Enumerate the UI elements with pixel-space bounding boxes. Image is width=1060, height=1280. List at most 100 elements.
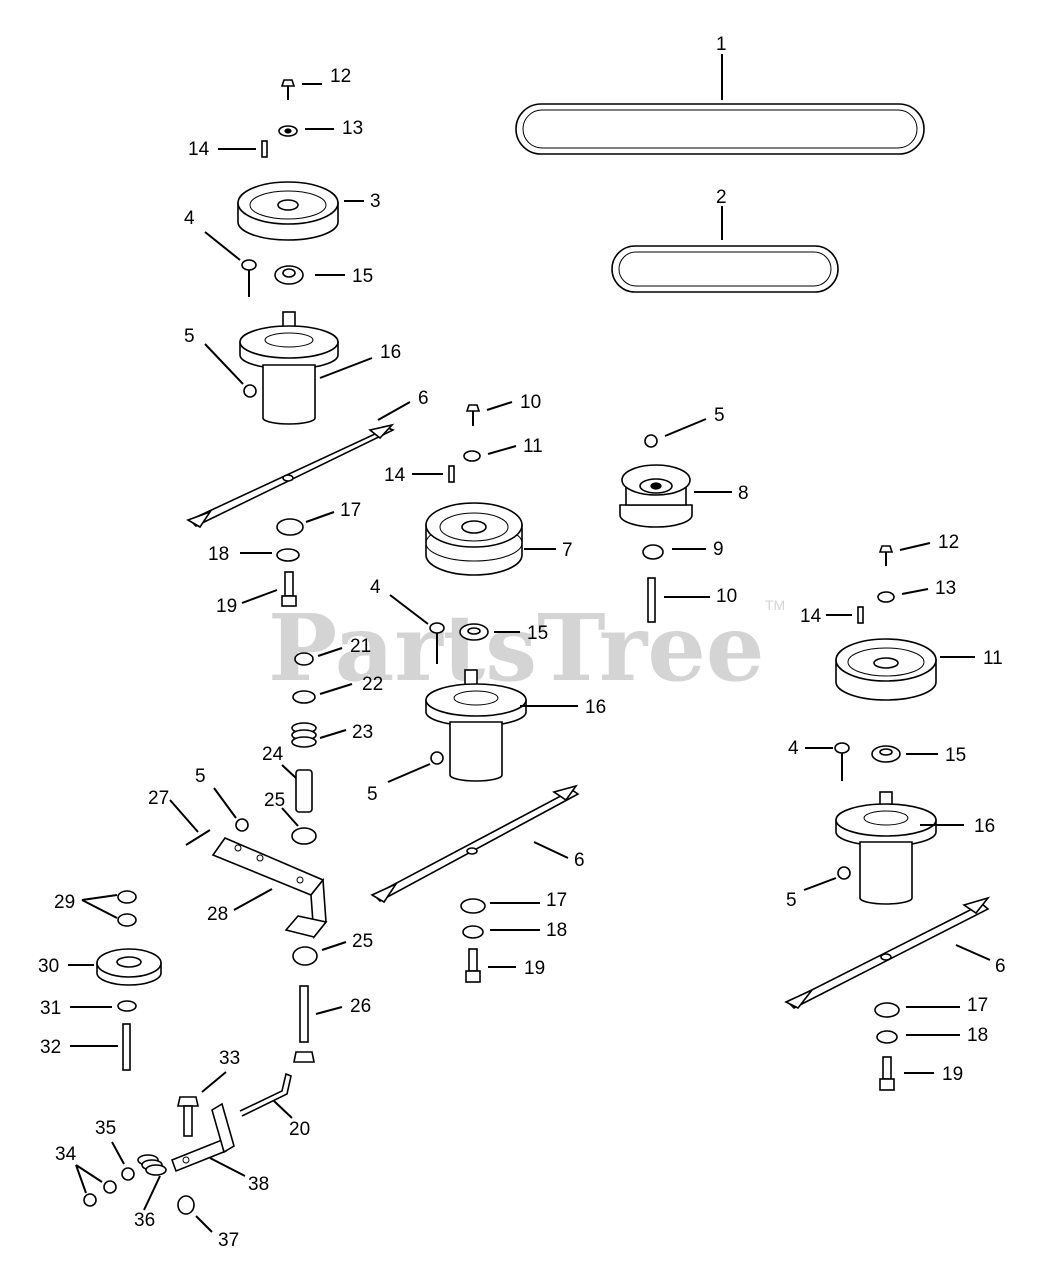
watermark: PartsTree [268,594,764,702]
callout-15-left: 15 [352,266,373,287]
callout-15-center: 15 [527,623,548,644]
bushing-24 [295,769,313,813]
bolt-19-left [281,571,297,607]
rod-20 [239,1072,292,1117]
key-14-center [448,465,455,483]
callout-28: 28 [207,904,228,925]
callout-18-center: 18 [546,920,567,941]
bolt-26 [293,985,315,1063]
washer-17-left [276,518,304,536]
callout-17-center: 17 [546,890,567,911]
blade-6-left [186,423,395,529]
washer-13-right [877,591,895,603]
callout-5-bracket: 5 [195,766,206,787]
callout-12-right: 12 [938,532,959,553]
pulley-11-right [835,638,937,701]
blade-6-center [370,784,580,904]
nut-34-a [103,1180,117,1194]
callout-31: 31 [40,998,61,1019]
callout-14-right: 14 [800,606,822,627]
callout-16-right: 16 [974,816,995,837]
washer-17-right [874,1002,900,1018]
callout-6-right: 6 [995,956,1006,977]
bolt-10-center [465,404,481,426]
callout-9: 9 [713,539,724,560]
callout-19-right: 19 [942,1064,963,1085]
washer-18-left [276,548,300,562]
callout-10-idler: 10 [716,586,737,607]
callout-36: 36 [134,1210,155,1231]
callout-21: 21 [350,636,371,657]
callout-25-top: 25 [264,790,285,811]
callout-35: 35 [95,1118,116,1139]
washer-35 [121,1167,135,1181]
bushing-25-bottom [292,946,318,966]
callout-26: 26 [350,996,371,1017]
callout-4-left: 4 [184,208,195,229]
callout-1: 1 [716,34,727,55]
callout-6-center: 6 [574,850,585,871]
nut-34-b [83,1193,97,1207]
callout-11-center: 11 [523,436,543,457]
washer-11-center [463,450,481,462]
callout-37: 37 [218,1230,239,1251]
callout-13-right: 13 [935,578,956,599]
belt-1 [515,103,925,155]
callout-8: 8 [738,483,749,504]
callout-20: 20 [289,1119,310,1140]
idler-pulley-8 [619,464,693,528]
callout-10-center: 10 [520,392,541,413]
callout-29: 29 [54,892,75,913]
callout-14-left: 14 [188,139,210,160]
bushing-25-top [291,827,317,845]
nut-5-right [837,866,851,880]
callout-22: 22 [362,674,383,695]
key-14-right [857,606,864,624]
carriage-bolt-4-left [241,259,257,297]
callout-25-bottom: 25 [352,931,373,952]
callout-12-left: 12 [330,66,351,87]
callout-32: 32 [40,1037,61,1058]
bolt-12-right [878,545,894,566]
washer-17-center [460,898,486,914]
callout-17-left: 17 [340,500,361,521]
spindle-16-center [425,669,527,782]
callout-5-left: 5 [184,326,195,347]
callout-2: 2 [716,187,727,208]
callout-23: 23 [352,722,373,743]
callout-16-center: 16 [585,697,606,718]
callout-7: 7 [562,540,573,561]
bracket-28 [211,837,328,940]
washer-18-right [876,1030,898,1044]
callout-13-left: 13 [342,118,363,139]
nut-9 [642,544,664,560]
blade-6-right [784,896,991,1010]
nut-5-left [243,384,257,398]
callout-4-right: 4 [788,738,799,759]
callout-33: 33 [219,1048,240,1069]
key-14-left [261,140,268,158]
callout-4-center: 4 [370,577,381,598]
washer-29-top [117,890,137,904]
washer-22 [292,690,316,704]
callout-5-center: 5 [367,784,378,805]
nut-37 [177,1195,195,1215]
spring-23 [291,722,317,748]
callout-6-left: 6 [418,388,429,409]
washer-29-bottom [117,913,137,927]
nut-5-center [430,751,444,765]
spindle-16-left [239,311,339,425]
callout-19-center: 19 [524,958,545,979]
callout-30: 30 [38,956,59,977]
callout-3: 3 [370,191,381,212]
belt-2 [611,245,839,293]
nut-21 [294,652,314,666]
callout-11-right: 11 [983,648,1003,669]
bolt-32 [122,1023,131,1071]
callout-17-right: 17 [967,995,988,1016]
bolt-10-idler [647,577,656,623]
spacer-15-left [274,265,304,285]
nut-5-bracket [235,818,249,832]
callout-18-left: 18 [208,544,229,565]
